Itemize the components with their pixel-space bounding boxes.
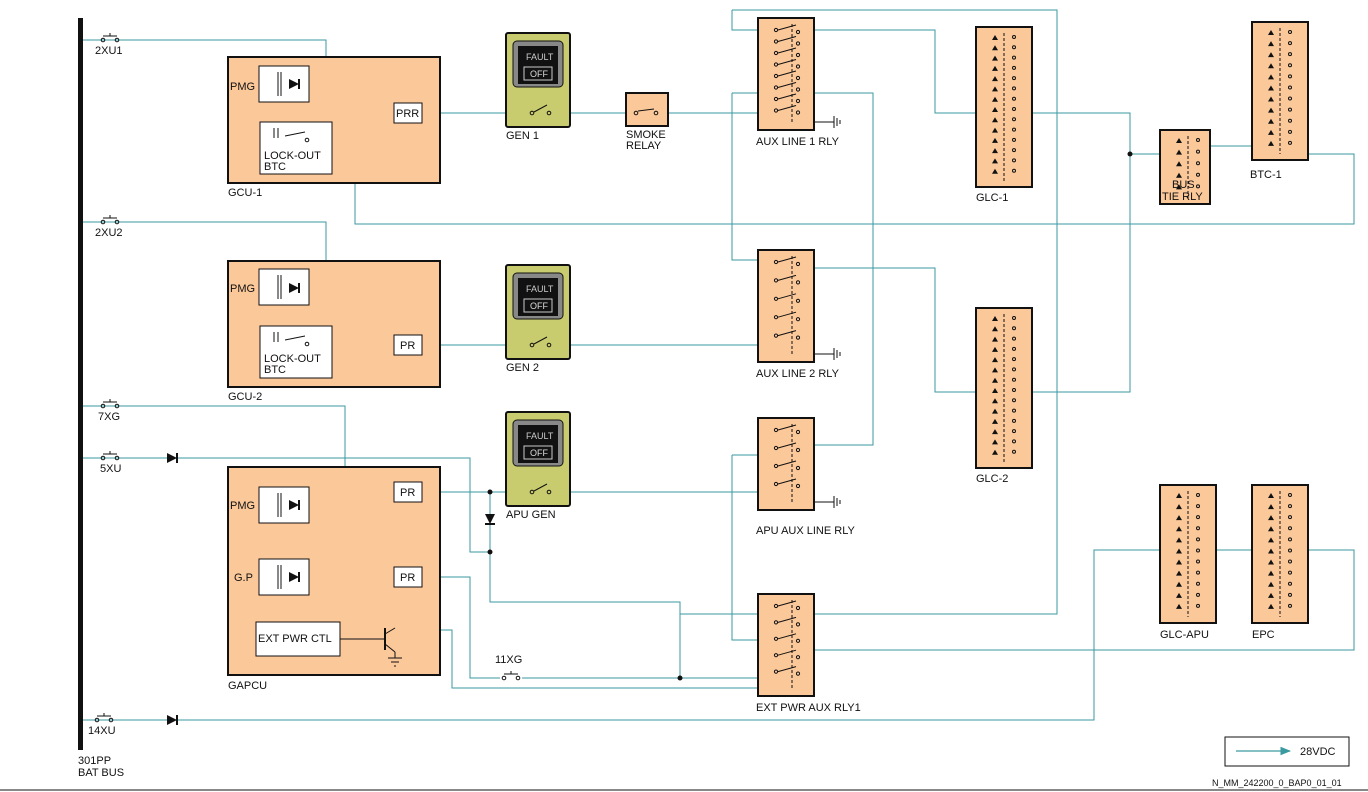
breaker-7xg-label: 7XG: [98, 411, 120, 423]
pmg-transformer-icon: [258, 65, 310, 103]
breaker-14xu-label: 14XU: [88, 725, 116, 737]
glc2-label: GLC-2: [976, 473, 1008, 485]
smoke-relay: SMOKE RELAY: [625, 92, 669, 152]
gapcu-pr1-label: PR: [400, 487, 415, 499]
gen1-off-label: OFF: [530, 69, 548, 79]
bus-name: 301PP: [78, 755, 111, 767]
diode-icon: [166, 452, 178, 464]
breaker-11xg[interactable]: 11XG: [495, 654, 522, 681]
gen1-switch[interactable]: FAULT OFF GEN 1: [505, 32, 571, 142]
gcu1-label: GCU-1: [228, 187, 262, 199]
breaker-2xu1[interactable]: 2XU1: [95, 32, 123, 57]
legend: 28VDC: [1224, 736, 1350, 767]
bustie-line1: BUS: [1172, 179, 1195, 191]
gcu1-btc-label: BTC: [264, 161, 286, 173]
pmg-transformer-icon: [258, 268, 310, 306]
relay-contacts: [773, 24, 1292, 688]
aux1-label: AUX LINE 1 RLY: [756, 136, 840, 148]
glc1-label: GLC-1: [976, 192, 1008, 204]
apu-off-label: OFF: [530, 448, 548, 458]
gcu2-lockout-box: [259, 325, 333, 379]
ext-pwr-aux-relay: [757, 593, 815, 697]
gapcu: PMG G.P PR PR EXT PWR CTL GAPCU: [227, 466, 441, 692]
diode-icon: [484, 513, 496, 525]
bustie-line2: TIE RLY: [1162, 191, 1203, 203]
gcu1-lockout-label: LOCK-OUT: [264, 150, 321, 162]
gen1-label: GEN 1: [506, 130, 539, 142]
gp-transformer-icon: [258, 558, 310, 596]
gcu2-pmg-label: PMG: [230, 283, 255, 295]
gapcu-gp-label: G.P: [234, 572, 253, 584]
gapcu-pmg-label: PMG: [230, 500, 255, 512]
gapcu-pr2-label: PR: [400, 572, 415, 584]
gen2-fault-label: FAULT: [526, 284, 554, 294]
ground-icon: [833, 495, 841, 509]
gcu-1: PMG PRR LOCK-OUT BTC GCU-1: [227, 56, 441, 199]
aux-line-2-relay: [757, 249, 815, 363]
relay-boxes: AUX LINE 1 RLY AUX LINE 2 RLY APU AUX LI…: [756, 17, 1309, 714]
bat-bus-bar: [78, 18, 83, 750]
aux2-label: AUX LINE 2 RLY: [756, 368, 840, 380]
gcu1-lockout-box: [259, 121, 333, 175]
gen2-label: GEN 2: [506, 362, 539, 374]
breaker-5xu[interactable]: 5XU: [100, 450, 121, 475]
ground-icon: [833, 347, 841, 361]
smoke-line1: SMOKE: [626, 129, 666, 141]
pmg-transformer-icon: [258, 486, 310, 524]
breaker-14xu[interactable]: 14XU: [88, 712, 116, 737]
ground-icon: [833, 115, 841, 129]
apu-fault-label: FAULT: [526, 431, 554, 441]
apu-gen-label: APU GEN: [506, 509, 556, 521]
gcu2-lockout-label: LOCK-OUT: [264, 353, 321, 365]
diode-icon: [166, 714, 178, 726]
breaker-2xu2[interactable]: 2XU2: [95, 214, 123, 239]
breaker-7xg[interactable]: 7XG: [98, 398, 120, 423]
gen2-switch[interactable]: FAULT OFF GEN 2: [505, 264, 571, 374]
extaux-label: EXT PWR AUX RLY1: [756, 702, 861, 714]
bus-tie-relay: [1159, 129, 1211, 205]
glcapu-label: GLC-APU: [1160, 629, 1209, 641]
breaker-5xu-label: 5XU: [100, 463, 121, 475]
gcu-2: PMG PR LOCK-OUT BTC GCU-2: [227, 260, 441, 403]
gapcu-label: GAPCU: [228, 680, 267, 692]
gcu1-prr-label: PRR: [396, 108, 419, 120]
btc1-label: BTC-1: [1250, 169, 1282, 181]
apu-gen-switch[interactable]: FAULT OFF APU GEN: [505, 411, 571, 521]
smoke-line2: RELAY: [626, 140, 662, 152]
epc-label: EPC: [1252, 629, 1275, 641]
gcu2-btc-label: BTC: [264, 364, 286, 376]
gen2-off-label: OFF: [530, 301, 548, 311]
breaker-11xg-label: 11XG: [495, 654, 522, 666]
legend-label: 28VDC: [1300, 746, 1336, 758]
footer-ref: N_MM_242200_0_BAP0_01_01: [1212, 778, 1342, 788]
bus-label: BAT BUS: [78, 767, 124, 779]
apuaux-label: APU AUX LINE RLY: [756, 525, 855, 537]
gcu1-pmg-label: PMG: [230, 81, 255, 93]
breaker-2xu2-label: 2XU2: [95, 227, 123, 239]
gcu2-pr-label: PR: [400, 340, 415, 352]
breaker-2xu1-label: 2XU1: [95, 45, 123, 57]
gcu2-label: GCU-2: [228, 391, 262, 403]
gen1-fault-label: FAULT: [526, 52, 554, 62]
ext-pwr-ctl-label: EXT PWR CTL: [258, 633, 332, 645]
